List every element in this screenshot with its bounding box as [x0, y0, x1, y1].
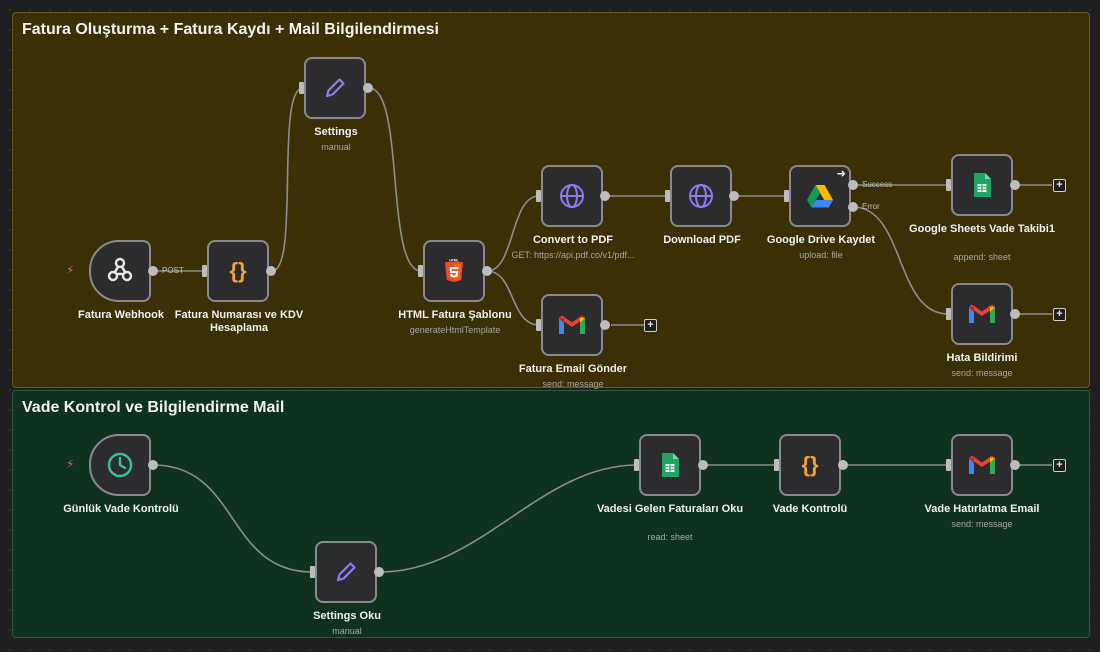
node-subtitle: send: message	[951, 519, 1013, 529]
node-label: Download PDF	[663, 234, 741, 246]
input-port[interactable]	[536, 319, 541, 331]
trigger-bolt-icon: ⚡	[66, 457, 75, 471]
google-sheets-icon	[662, 453, 679, 477]
node-label: Vade Hatırlatma Email	[924, 503, 1040, 515]
arrow-right-icon: ➜	[836, 168, 846, 180]
node-google-sheets[interactable]	[951, 154, 1013, 216]
output-port[interactable]	[600, 320, 610, 330]
output-port[interactable]	[698, 460, 708, 470]
node-fatura-email[interactable]	[541, 294, 603, 356]
node-subtitle: send: message	[951, 368, 1013, 378]
globe-icon	[560, 184, 584, 208]
input-port[interactable]	[299, 82, 304, 94]
output-port[interactable]	[482, 266, 492, 276]
node-fatura-webhook[interactable]	[89, 240, 151, 302]
node-subtitle: upload: file	[799, 250, 843, 260]
input-port[interactable]	[665, 190, 670, 202]
add-node-button[interactable]: +	[1053, 179, 1066, 192]
node-fatura-numarasi[interactable]: {}	[207, 240, 269, 302]
edge-label-post: POST	[162, 266, 184, 275]
node-html-fatura[interactable]: HTML	[423, 240, 485, 302]
curly-braces-icon: {}	[801, 452, 819, 477]
node-label: Convert to PDF	[532, 234, 614, 246]
node-label: Fatura Email Gönder	[518, 363, 628, 375]
output-port-success[interactable]	[848, 180, 858, 190]
output-port[interactable]	[374, 567, 384, 577]
clock-icon	[107, 452, 133, 478]
group-title: Fatura Oluşturma + Fatura Kaydı + Mail B…	[22, 21, 439, 38]
node-settings[interactable]	[304, 57, 366, 119]
group-title: Vade Kontrol ve Bilgilendirme Mail	[22, 399, 285, 416]
google-sheets-icon	[974, 173, 991, 197]
node-label: Vadesi Gelen Faturaları Oku	[596, 503, 744, 515]
gmail-icon	[969, 455, 995, 474]
node-subtitle: manual	[332, 626, 362, 636]
gmail-icon	[559, 315, 585, 334]
gmail-icon	[969, 304, 995, 323]
input-port[interactable]	[634, 459, 639, 471]
node-label: Google Drive Kaydet	[766, 234, 876, 246]
input-port[interactable]	[418, 265, 423, 277]
node-gunluk-vade-kontrolu[interactable]	[89, 434, 151, 496]
pencil-icon	[325, 78, 345, 98]
pencil-icon	[336, 562, 356, 582]
node-label: Vade Kontrolü	[772, 503, 848, 515]
node-vade-hatirlatma-email[interactable]	[951, 434, 1013, 496]
html5-icon: HTML	[445, 259, 463, 282]
node-subtitle: append: sheet	[953, 252, 1011, 262]
output-port-error[interactable]	[848, 202, 858, 212]
input-port[interactable]	[946, 179, 951, 191]
node-hata-bildirimi[interactable]	[951, 283, 1013, 345]
svg-text:HTML: HTML	[449, 259, 458, 263]
node-subtitle: read: sheet	[647, 532, 693, 542]
edge-label-error: Error	[862, 202, 880, 211]
node-label: Settings	[314, 126, 358, 138]
node-subtitle: manual	[321, 142, 351, 152]
node-subtitle: send: message	[542, 379, 604, 389]
node-vade-kontrolu[interactable]: {}	[779, 434, 841, 496]
node-label: Fatura Webhook	[78, 309, 164, 321]
add-node-button[interactable]: +	[1053, 308, 1066, 321]
node-settings-oku[interactable]	[315, 541, 377, 603]
curly-braces-icon: {}	[229, 258, 247, 283]
node-label: Fatura Numarası ve KDV Hesaplama	[174, 309, 304, 334]
edge-label-success: Success	[862, 180, 893, 189]
input-port[interactable]	[202, 265, 207, 277]
output-port[interactable]	[148, 460, 158, 470]
output-port[interactable]	[148, 266, 158, 276]
node-download-pdf[interactable]	[670, 165, 732, 227]
google-drive-icon	[807, 185, 833, 208]
node-convert-to-pdf[interactable]	[541, 165, 603, 227]
input-port[interactable]	[774, 459, 779, 471]
node-label: Günlük Vade Kontrolü	[63, 503, 179, 515]
output-port[interactable]	[1010, 460, 1020, 470]
node-subtitle: generateHtmlTemplate	[409, 325, 501, 335]
output-port[interactable]	[838, 460, 848, 470]
node-google-drive[interactable]: ➜	[789, 165, 851, 227]
trigger-bolt-icon: ⚡	[66, 263, 75, 277]
input-port[interactable]	[946, 308, 951, 320]
add-node-button[interactable]: +	[644, 319, 657, 332]
node-label: HTML Fatura Şablonu	[398, 309, 512, 321]
add-node-button[interactable]: +	[1053, 459, 1066, 472]
output-port[interactable]	[729, 191, 739, 201]
input-port[interactable]	[310, 566, 315, 578]
output-port[interactable]	[600, 191, 610, 201]
node-label: Settings Oku	[313, 610, 381, 622]
input-port[interactable]	[784, 190, 789, 202]
node-label: Hata Bildirimi	[946, 352, 1018, 364]
node-subtitle: GET: https://api.pdf.co/v1/pdf...	[511, 250, 635, 260]
node-label: Google Sheets Vade Takibi1	[909, 223, 1055, 235]
node-vadesi-gelen[interactable]	[639, 434, 701, 496]
webhook-icon	[107, 257, 133, 282]
output-port[interactable]	[1010, 180, 1020, 190]
output-port[interactable]	[1010, 309, 1020, 319]
output-port[interactable]	[266, 266, 276, 276]
globe-icon	[689, 184, 713, 208]
input-port[interactable]	[946, 459, 951, 471]
input-port[interactable]	[536, 190, 541, 202]
output-port[interactable]	[363, 83, 373, 93]
